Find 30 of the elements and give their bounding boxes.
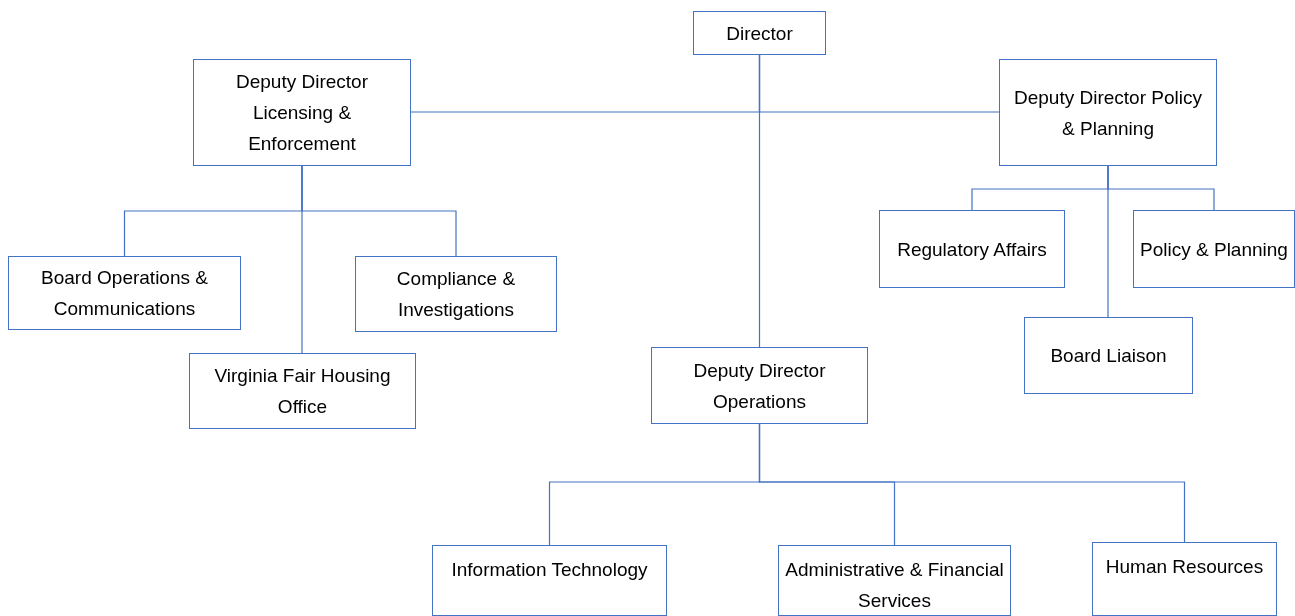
- position-title: Deputy Director Licensing & Enforcement: [235, 70, 369, 156]
- position-title: Board Liaison: [1050, 344, 1167, 368]
- org-box: [879, 210, 1065, 288]
- org-box: [432, 545, 667, 616]
- position-title: Compliance & Investigations: [395, 267, 517, 322]
- org-box: [651, 347, 868, 424]
- org-box: [1133, 210, 1295, 288]
- org-box: [8, 256, 241, 330]
- position-title: Virginia Fair Housing Office: [213, 364, 392, 419]
- position-title: Regulatory Affairs: [897, 237, 1047, 262]
- org-box: [189, 353, 416, 429]
- org-box: [1092, 542, 1277, 616]
- position-title: Information Technology: [451, 558, 648, 582]
- position-title: Board Operations & Communications: [40, 266, 209, 321]
- position-title: Deputy Director Policy & Planning: [1013, 85, 1203, 141]
- position-title: Deputy Director Operations: [692, 358, 827, 414]
- org-box: [193, 59, 411, 166]
- org-box: [778, 545, 1011, 616]
- org-box: [999, 59, 1217, 166]
- connector-line: [301, 165, 303, 354]
- position-title: Director: [726, 21, 793, 46]
- connector-line: [1107, 165, 1109, 318]
- org-box: [693, 11, 826, 55]
- connector-line: [758, 423, 1186, 543]
- org-box: [1024, 317, 1193, 394]
- position-title: Human Resources: [1105, 555, 1264, 579]
- org-box: [355, 256, 557, 332]
- position-title: Administrative & Financial Services: [785, 558, 1004, 613]
- position-title: Policy & Planning: [1140, 237, 1288, 262]
- connector-line: [758, 54, 761, 348]
